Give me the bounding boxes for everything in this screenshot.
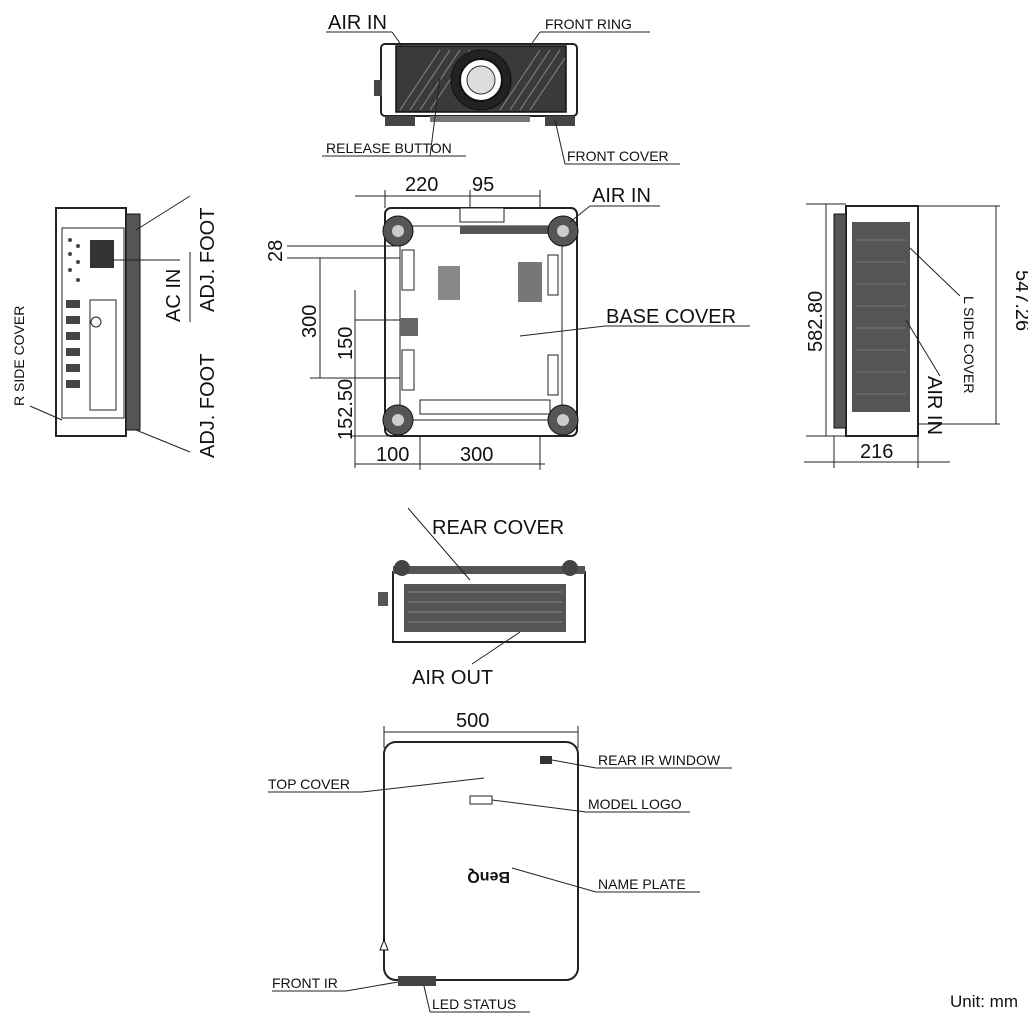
front-ring-label: FRONT RING (545, 16, 632, 32)
front-air-in-label: AIR IN (328, 12, 387, 34)
dim-300-horizontal: 300 (460, 444, 493, 466)
unit-label: Unit: mm (950, 992, 1018, 1011)
release-button-label: RELEASE BUTTON (326, 140, 452, 156)
dim-216: 216 (860, 441, 893, 463)
dim-150: 150 (335, 327, 357, 360)
brand-logo: BenQ (467, 868, 510, 885)
front-view: AIR IN FRONT RING RELEASE BUTTON FRONT C… (322, 12, 680, 165)
dim-100: 100 (376, 444, 409, 466)
svg-text:BenQ: BenQ (467, 868, 510, 885)
base-view: 220 95 28 300 150 152.50 100 300 AIR IN … (265, 174, 750, 470)
dim-152-50: 152.50 (335, 379, 357, 440)
base-air-in-label: AIR IN (592, 185, 651, 207)
adj-foot-top-label: ADJ. FOOT (197, 208, 219, 312)
rear-ir-window-label: REAR IR WINDOW (598, 752, 721, 768)
rear-cover-label: REAR COVER (432, 517, 564, 539)
adj-foot-bottom-label: ADJ. FOOT (197, 354, 219, 458)
dim-582-80: 582.80 (805, 291, 827, 352)
left-side-view: 582.80 547.26 216 L SIDE COVER AIR IN (804, 203, 1028, 468)
top-cover-label: TOP COVER (268, 776, 350, 792)
name-plate-label: NAME PLATE (598, 876, 686, 892)
right-side-view: AC IN ADJ. FOOT ADJ. FOOT R SIDE COVER (11, 195, 219, 458)
dim-220: 220 (405, 174, 438, 196)
led-status-label: LED STATUS (432, 996, 516, 1012)
front-cover-label: FRONT COVER (567, 148, 669, 164)
dim-547-26: 547.26 (1011, 270, 1028, 331)
top-view: BenQ 500 REAR IR WINDOW TOP COVER MODEL … (268, 710, 732, 1013)
dim-28: 28 (265, 240, 287, 262)
air-out-label: AIR OUT (412, 667, 493, 689)
r-side-cover-label: R SIDE COVER (11, 306, 27, 406)
ac-in-label: AC IN (163, 269, 185, 322)
dim-95: 95 (472, 174, 494, 196)
front-ir-label: FRONT IR (272, 975, 338, 991)
side-air-in-label: AIR IN (923, 376, 945, 435)
model-logo-label: MODEL LOGO (588, 796, 682, 812)
rear-view: REAR COVER AIR OUT (378, 507, 586, 689)
dim-300-vertical: 300 (299, 305, 321, 338)
l-side-cover-label: L SIDE COVER (961, 296, 977, 394)
base-cover-label: BASE COVER (606, 306, 736, 328)
dim-500: 500 (456, 710, 489, 732)
